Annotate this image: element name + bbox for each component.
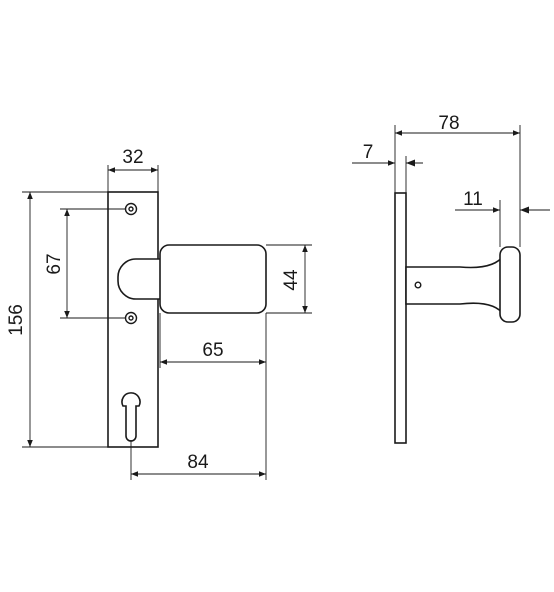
side-view: 78 7 11	[352, 113, 550, 444]
dim-rose-height: 156	[6, 304, 27, 336]
handle-neck	[117, 258, 160, 300]
dim-total-length: 84	[187, 452, 209, 473]
dim-plate-thickness: 7	[363, 142, 374, 163]
dim-plate-width: 32	[122, 147, 143, 168]
dim-hole-spacing: 67	[44, 253, 65, 274]
screw-hole-bottom-inner	[128, 315, 134, 321]
front-view: 32 156 67 44 65 84	[6, 147, 312, 480]
dim-handle-length: 65	[202, 340, 223, 361]
side-spindle-hole	[414, 281, 422, 289]
dim-knob-thickness: 11	[463, 189, 483, 210]
side-plate	[394, 192, 407, 444]
dim-projection: 78	[438, 113, 459, 134]
dim-handle-height: 44	[281, 269, 302, 291]
side-knob	[499, 246, 521, 323]
cylinder-keyhole	[121, 392, 141, 442]
handle-grip	[159, 244, 267, 314]
screw-hole-top-inner	[128, 206, 134, 212]
